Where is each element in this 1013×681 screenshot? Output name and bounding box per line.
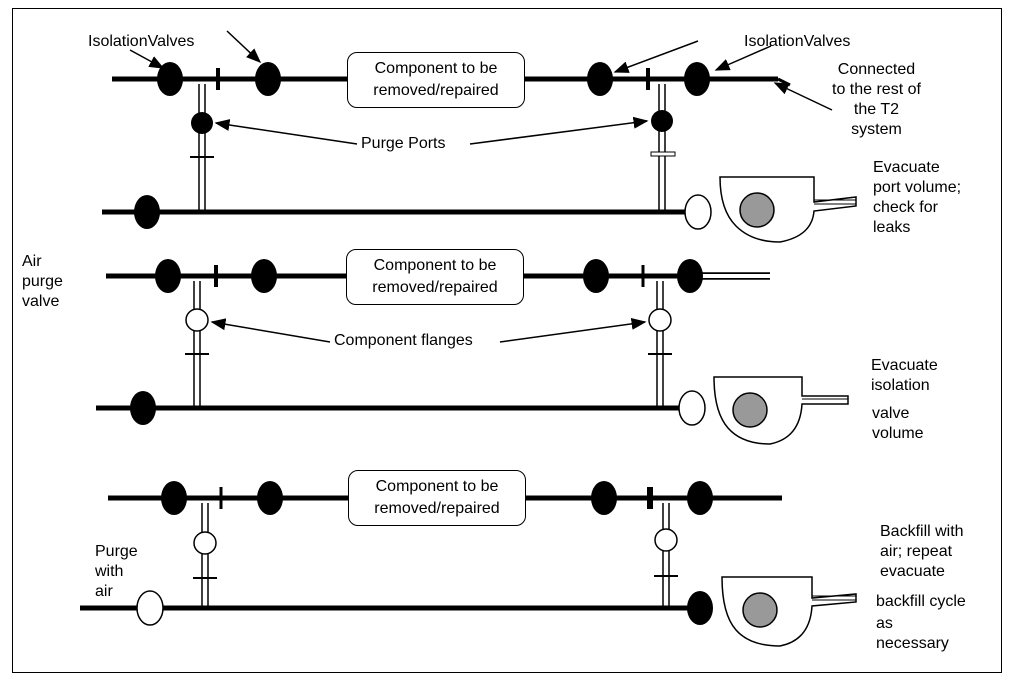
purge-ports-label: Purge Ports <box>361 135 446 152</box>
isolation-valves-label: IsolationValves <box>88 33 195 50</box>
purge-port <box>191 112 213 134</box>
isolation-valve <box>155 259 181 293</box>
arrow <box>714 45 772 71</box>
main-pipe-1-end <box>777 77 791 87</box>
step-2-label-cont: valve volume <box>872 405 924 442</box>
component-flange <box>648 308 672 332</box>
arrow <box>210 318 331 343</box>
component-flange <box>654 528 678 552</box>
isolation-valve <box>251 259 277 293</box>
vacuum-pump-3 <box>721 576 857 647</box>
isolation-valve <box>255 62 281 96</box>
isolation-valve <box>157 62 183 96</box>
step-3-label: Backfill with air; repeat evacuate <box>880 523 964 580</box>
step-1-label: Evacuate port volume; check for leaks <box>873 159 962 236</box>
annotation-arrows <box>129 30 833 343</box>
pump-rotor <box>742 592 778 628</box>
component-box: Component to be removed/repaired <box>346 249 524 305</box>
air-purge-valve <box>136 590 164 626</box>
isolation-valve <box>257 481 283 515</box>
arrow <box>499 317 647 343</box>
arrow <box>214 119 358 145</box>
arrow <box>469 116 649 145</box>
valve <box>134 195 160 229</box>
isolation-valve <box>677 259 703 293</box>
step-3-label-cont: backfill cycle <box>876 593 966 610</box>
isolation-valve <box>591 481 617 515</box>
purge-port <box>651 110 673 132</box>
component-flange <box>193 531 217 555</box>
purge-line-flange <box>650 151 676 157</box>
step-2-label: Evacuate isolation <box>871 357 938 394</box>
arrow <box>226 30 262 64</box>
isolation-valve <box>587 62 613 96</box>
component-box: Component to be removed/repaired <box>348 470 526 526</box>
vacuum-pump-1 <box>719 176 857 243</box>
section-2 <box>96 259 849 445</box>
connected-label: Connected to the rest of the T2 system <box>832 61 921 138</box>
component-flanges-label: Component flanges <box>334 332 473 349</box>
component-flange <box>185 308 209 332</box>
section-1 <box>102 62 857 243</box>
valve-open <box>684 194 712 230</box>
isolation-valve <box>684 62 710 96</box>
isolation-valves-label: IsolationValves <box>744 33 851 50</box>
component-box: Component to be removed/repaired <box>347 52 525 108</box>
valve <box>687 591 713 625</box>
valve-open <box>678 390 706 426</box>
step-3-label-end: as necessary <box>876 615 949 652</box>
vacuum-pump-2 <box>713 376 849 445</box>
pump-rotor <box>739 192 775 228</box>
diagram-frame <box>12 8 1002 673</box>
isolation-valve <box>161 481 187 515</box>
air-purge-valve-label: Air purge valve <box>22 253 63 310</box>
arrow <box>773 82 833 111</box>
section-3 <box>80 481 857 647</box>
valve <box>130 391 156 425</box>
isolation-valve <box>583 259 609 293</box>
pump-rotor <box>732 392 768 428</box>
isolation-valve <box>687 481 713 515</box>
arrow <box>129 49 165 69</box>
purge-with-air-label: Purge with air <box>95 543 138 600</box>
arrow <box>613 40 699 73</box>
